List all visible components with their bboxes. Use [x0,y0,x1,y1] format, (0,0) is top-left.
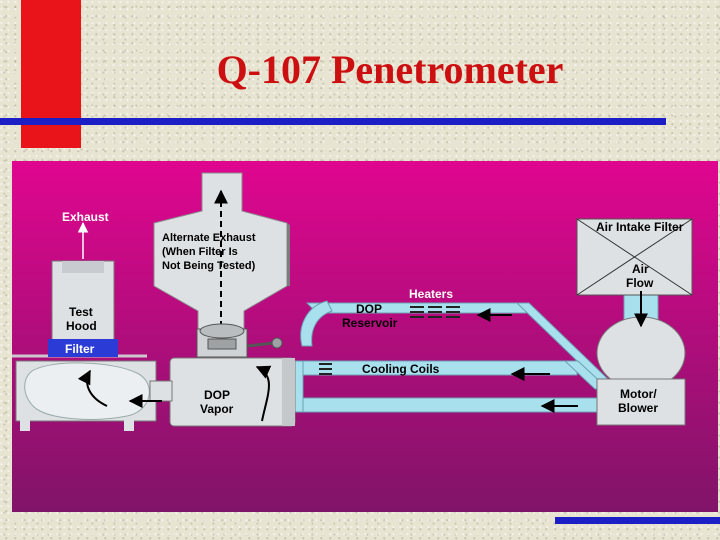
filter-label: Filter [65,342,95,356]
dop-valve-assembly [196,323,283,358]
motor-blower-label-1: Motor/ [620,387,657,401]
test-hood-label-2: Hood [66,319,97,333]
dop-vapor-label-1: DOP [204,388,230,402]
cooling-coil-duct [301,360,578,376]
dop-reservoir-label-2: Reservoir [342,316,398,330]
slide-title: Q-107 Penetrometer [216,47,564,92]
heater-coils-icon [410,306,460,318]
air-intake-filter-label: Air Intake Filter [596,220,684,234]
test-hood-label-1: Test [69,305,93,319]
blue-divider-bar [0,118,666,125]
cooling-coils-label: Cooling Coils [362,362,440,376]
alternate-exhaust-label-3: Not Being Tested) [162,260,256,272]
dop-reservoir-label-1: DOP [356,302,382,316]
reservoir-inlet-bend [300,300,333,347]
test-hood-cap [62,261,104,273]
filter-band [48,339,118,357]
air-flow-label-1: Air [632,262,649,276]
test-hood-box [51,260,115,342]
red-accent-block [21,0,81,148]
alternate-exhaust-label-1: Alternate Exhaust [162,232,256,244]
hood-curve-arrow [77,369,108,407]
vapor-curve-arrow [255,365,272,422]
blue-corner-bar [555,517,720,524]
cooling-coil-icon [319,363,332,375]
exhaust-label: Exhaust [62,210,109,224]
dop-vapor-label-2: Vapor [200,402,234,416]
motor-blower-unit [596,316,686,426]
air-flow-label-2: Flow [626,276,654,290]
test-hood-assembly [15,360,173,431]
air-intake-filter-box [576,218,693,296]
penetrometer-diagram: Exhaust Test Hood Filter Alternate Exhau… [12,161,718,512]
alternate-exhaust-label-2: (When Filter Is [162,246,238,258]
motor-blower-label-2: Blower [618,401,658,415]
heaters-label: Heaters [409,287,453,301]
